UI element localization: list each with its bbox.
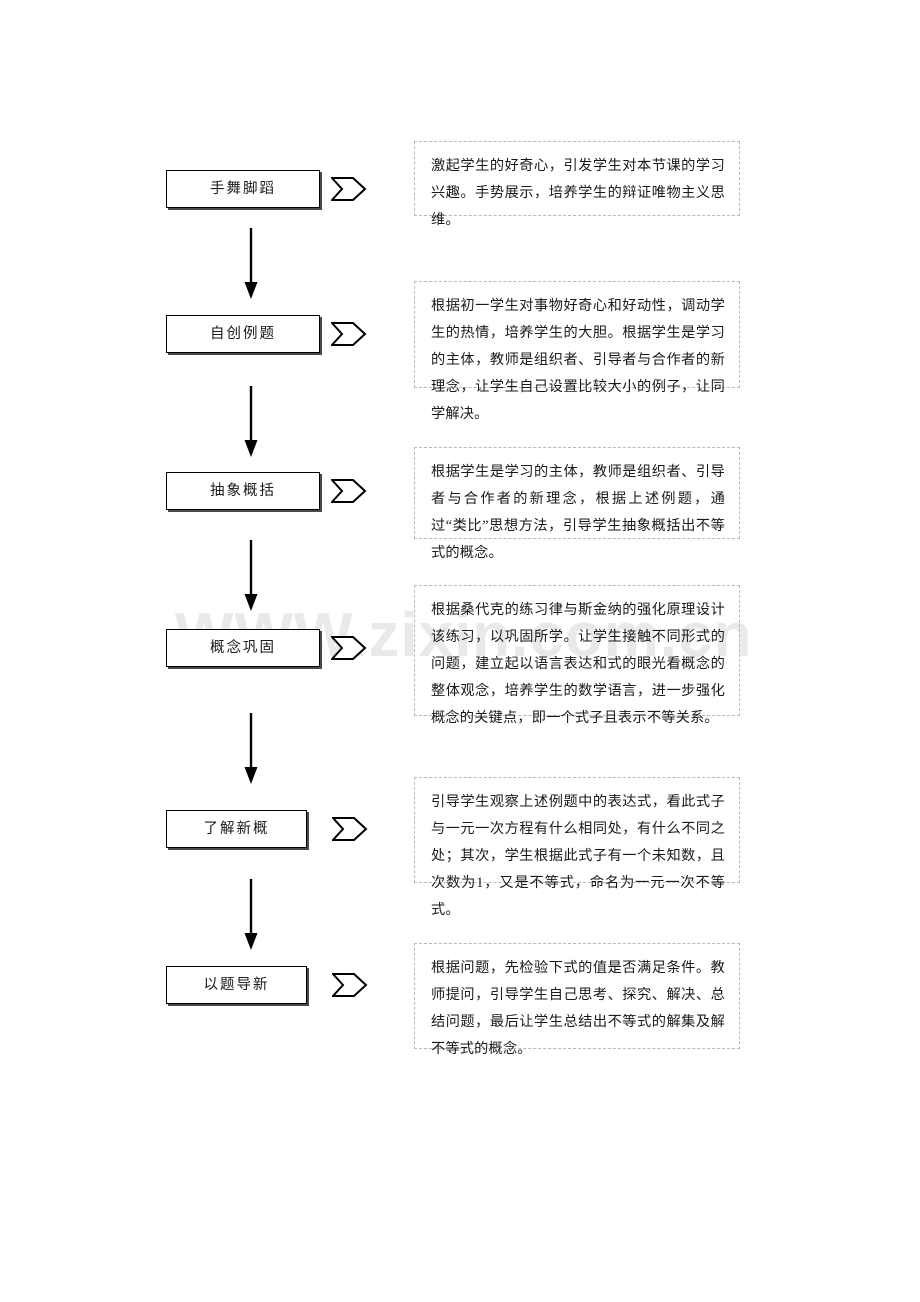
description-text: 根据桑代克的练习律与斯金纳的强化原理设计该练习，以巩固所学。让学生接触不同形式的… — [431, 602, 725, 726]
description-text: 根据学生是学习的主体，教师是组织者、引导者与合作者的新理念，根据上述例题，通过“… — [431, 464, 725, 561]
stage-box-label: 抽象概括 — [210, 482, 276, 499]
ribbon-arrow-icon-4 — [331, 636, 367, 660]
description-text: 根据问题，先检验下式的值是否满足条件。教师提问，引导学生自己思考、探究、解决、总… — [431, 960, 725, 1057]
stage-box-6[interactable]: 以题导新 — [166, 966, 307, 1004]
description-text: 根据初一学生对事物好奇心和好动性，调动学生的热情，培养学生的大胆。根据学生是学习… — [431, 298, 725, 422]
description-panel-5: 引导学生观察上述例题中的表达式，看此式子与一元一次方程有什么相同处，有什么不同之… — [414, 777, 740, 918]
down-arrow-icon-4 — [241, 713, 261, 785]
ribbon-arrow-icon-3 — [331, 479, 367, 503]
ribbon-arrow-icon-1 — [331, 177, 367, 201]
description-panel-3: 根据学生是学习的主体，教师是组织者、引导者与合作者的新理念，根据上述例题，通过“… — [414, 447, 740, 561]
down-arrow-icon-3 — [241, 540, 261, 612]
description-text: 引导学生观察上述例题中的表达式，看此式子与一元一次方程有什么相同处，有什么不同之… — [431, 794, 725, 918]
stage-box-label: 概念巩固 — [210, 639, 276, 656]
stage-box-5[interactable]: 了解新概 — [166, 810, 307, 848]
stage-box-1[interactable]: 手舞脚蹈 — [166, 170, 320, 208]
description-panel-1: 激起学生的好奇心，引发学生对本节课的学习兴趣。手势展示，培养学生的辩证唯物主义思… — [414, 141, 740, 228]
ribbon-arrow-icon-5 — [332, 817, 368, 841]
ribbon-arrow-icon-6 — [332, 973, 368, 997]
down-arrow-icon-5 — [241, 879, 261, 951]
stage-box-label: 自创例题 — [210, 325, 276, 342]
description-panel-4: 根据桑代克的练习律与斯金纳的强化原理设计该练习，以巩固所学。让学生接触不同形式的… — [414, 585, 740, 726]
ribbon-arrow-icon-2 — [331, 322, 367, 346]
description-text: 激起学生的好奇心，引发学生对本节课的学习兴趣。手势展示，培养学生的辩证唯物主义思… — [431, 158, 725, 228]
stage-box-3[interactable]: 抽象概括 — [166, 472, 320, 510]
stage-box-label: 以题导新 — [203, 976, 270, 993]
description-panel-2: 根据初一学生对事物好奇心和好动性，调动学生的热情，培养学生的大胆。根据学生是学习… — [414, 281, 740, 422]
stage-box-2[interactable]: 自创例题 — [166, 315, 320, 353]
down-arrow-icon-2 — [241, 386, 261, 458]
description-panel-6: 根据问题，先检验下式的值是否满足条件。教师提问，引导学生自己思考、探究、解决、总… — [414, 943, 740, 1057]
stage-box-4[interactable]: 概念巩固 — [166, 629, 320, 667]
stage-box-label: 了解新概 — [203, 820, 270, 837]
down-arrow-icon-1 — [241, 228, 261, 300]
stage-box-label: 手舞脚蹈 — [210, 180, 276, 197]
